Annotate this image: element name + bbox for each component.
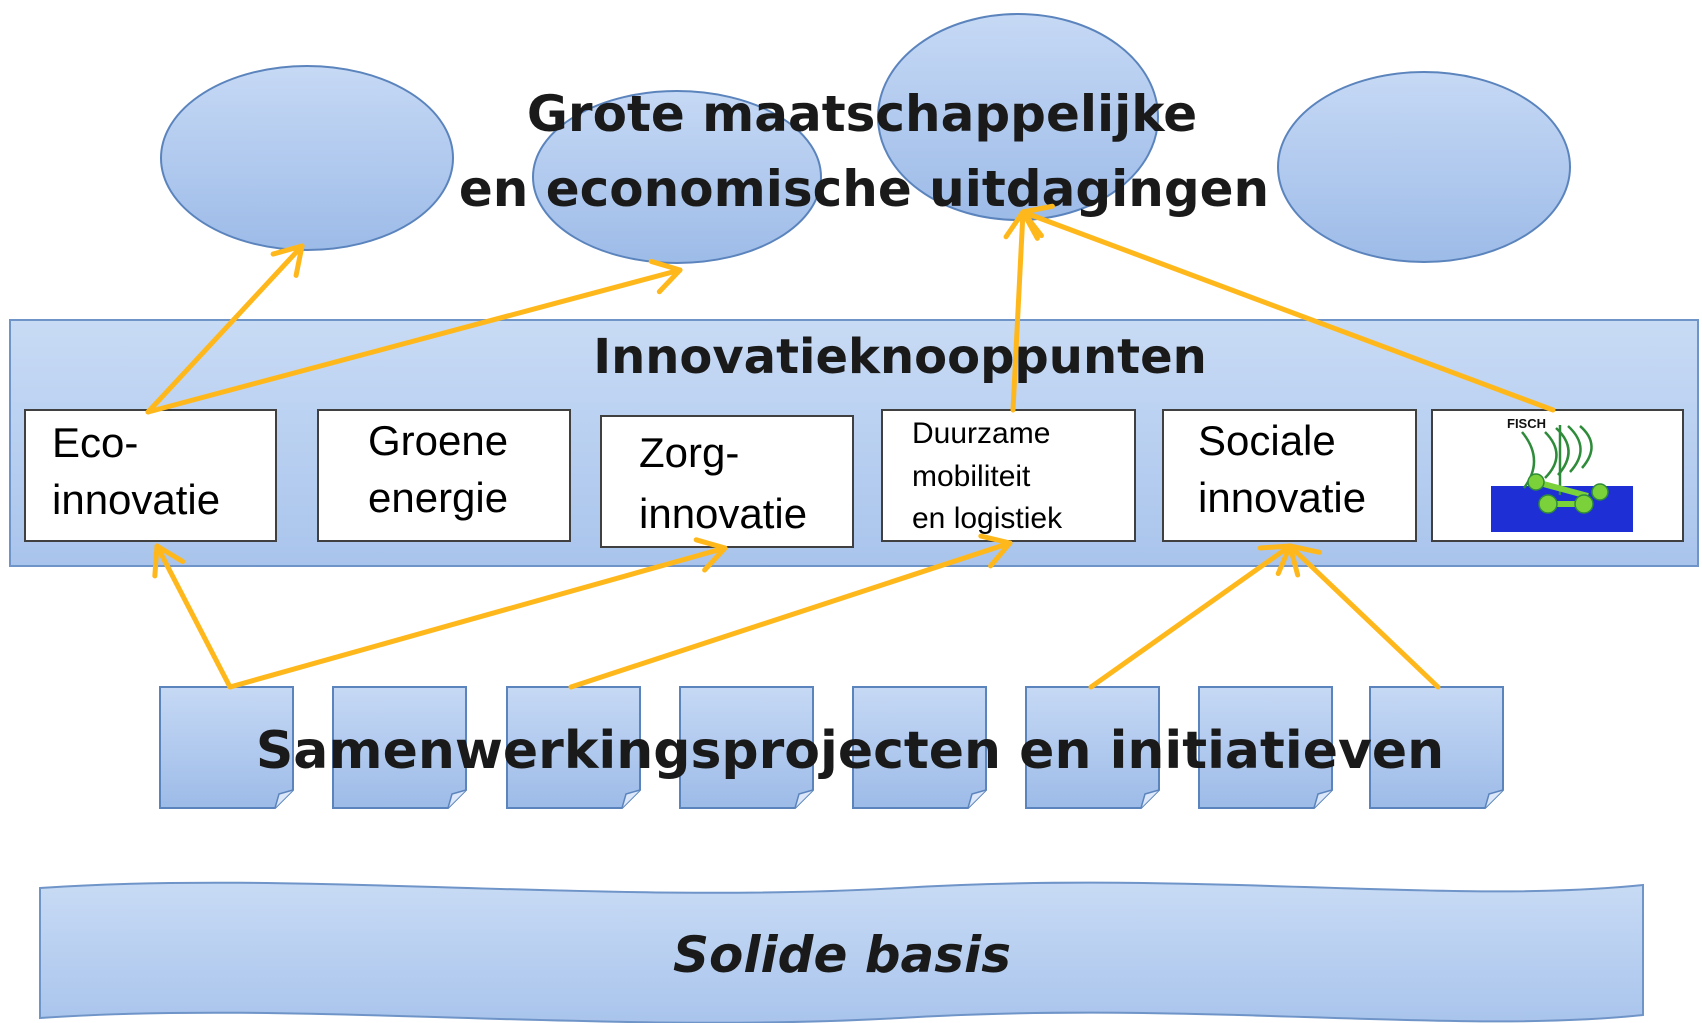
fisch-logo: FISCH: [1491, 416, 1633, 532]
project-pages: [159, 686, 1504, 809]
node-sociaal-line2: innovatie: [1198, 474, 1366, 521]
challenge-ellipse-4: [1277, 71, 1571, 263]
arrow-line-5: [154, 543, 233, 690]
innovation-nodes-title: Innovatieknooppunten: [593, 329, 1207, 385]
node-zorg-innovatie: Zorg- innovatie: [600, 415, 854, 548]
arrow-head-4: [1020, 203, 1055, 239]
project-page-fold-8: [1484, 789, 1504, 809]
connection-arrows: [145, 203, 1556, 690]
node-duurzaam-line3: en logistiek: [912, 502, 1063, 535]
node-duurzaam-line2: mobiliteit: [912, 460, 1031, 493]
node-groen-line1: Groene: [368, 417, 508, 464]
challenges-title-line1: Grote maatschappelijke: [527, 85, 1197, 143]
project-page-fold-2: [447, 789, 467, 809]
node-eco-line2: innovatie: [52, 476, 220, 523]
arrow-head-2: [648, 258, 683, 295]
solid-base-banner: [39, 881, 1644, 1023]
arrow-head-1: [270, 243, 305, 278]
arrow-line-6: [227, 545, 728, 690]
node-eco-line1: Eco-: [52, 419, 138, 466]
project-page-fold-4: [794, 789, 814, 809]
arrow-head-7: [978, 533, 1013, 569]
project-page-fold-6: [1140, 789, 1160, 809]
arrow-head-9: [1287, 543, 1322, 578]
arrow-line-3: [1010, 209, 1026, 413]
challenges-title-line2: en economische uitdagingen: [459, 160, 1269, 218]
project-page-fold-7: [1313, 789, 1333, 809]
node-eco-innovatie: Eco- innovatie: [24, 409, 277, 542]
arrow-head-6: [693, 537, 728, 573]
node-box-eco: [24, 409, 277, 542]
node-fisch: FISCH: [1431, 409, 1684, 542]
arrow-line-7: [568, 540, 1013, 690]
node-groen-line2: energie: [368, 474, 508, 521]
challenge-ellipse-1: [160, 65, 454, 251]
node-sociaal-line1: Sociale: [1198, 417, 1336, 464]
node-box-sociaal: [1162, 409, 1417, 542]
arrow-line-4: [1020, 209, 1556, 413]
node-duurzaam-line1: Duurzame: [912, 417, 1050, 450]
project-page-fold-3: [621, 789, 641, 809]
arrow-line-8: [1088, 543, 1293, 690]
node-zorg-line1: Zorg-: [639, 429, 739, 476]
projects-title: Samenwerkingsprojecten en initiatieven: [256, 721, 1444, 781]
project-page-fold-5: [967, 789, 987, 809]
node-box-zorg: [600, 415, 854, 548]
fisch-logo-water: [1491, 486, 1633, 532]
challenge-ellipses: [160, 13, 1571, 264]
arrow-line-2: [145, 267, 683, 415]
arrow-line-9: [1287, 543, 1441, 690]
node-sociale-innovatie: Sociale innovatie: [1162, 409, 1417, 542]
node-groene-energie: Groene energie: [317, 409, 571, 542]
arrow-line-1: [145, 243, 305, 415]
fisch-logo-molecule: [1527, 473, 1609, 514]
fisch-logo-ship: [1521, 425, 1593, 495]
node-zorg-line2: innovatie: [639, 490, 807, 537]
fisch-logo-text: FISCH: [1507, 416, 1546, 431]
node-duurzame-mobiliteit: Duurzame mobiliteit en logistiek: [881, 409, 1136, 542]
solid-base-title: Solide basis: [673, 926, 1011, 984]
challenge-ellipse-2: [532, 90, 822, 264]
node-box-groen: [317, 409, 571, 542]
arrow-head-5: [152, 543, 186, 579]
project-page-fold-1: [274, 789, 294, 809]
